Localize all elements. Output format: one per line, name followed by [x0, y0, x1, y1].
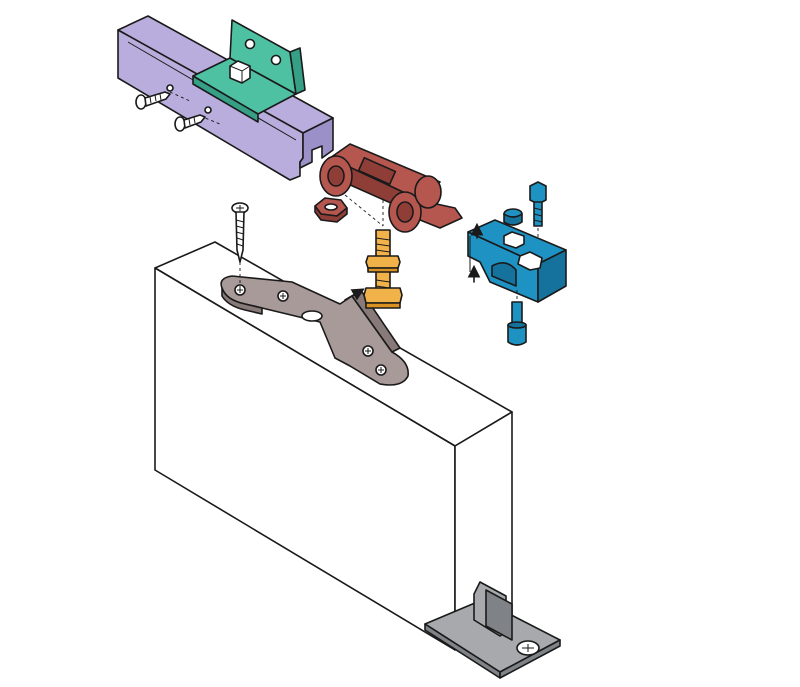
plate-screw-4: [375, 364, 387, 376]
plate-screw-3: [362, 345, 374, 357]
bolt-lower-nut: [363, 287, 403, 304]
trolley: [319, 143, 463, 233]
track-screw-2: [174, 114, 221, 132]
trolley-wheel-back: [414, 175, 442, 209]
floor-guide-fin-right: [485, 589, 513, 641]
clamp-side: [537, 249, 567, 303]
door-plate-slot: [301, 310, 323, 322]
bolt-arrow: [344, 288, 365, 301]
door-plate-lip: [221, 287, 263, 315]
floor-guide: [424, 581, 561, 679]
threaded-bolt: [344, 200, 403, 309]
clamp-block: [467, 219, 567, 303]
track-screw-1: [135, 91, 191, 110]
set-screw-top: [529, 181, 547, 240]
track-end-face: [299, 117, 334, 169]
set-screw-bottom: [507, 290, 527, 346]
clamp-small-nut: [503, 208, 523, 226]
plate-screw-1: [234, 284, 246, 296]
mounting-bracket: [192, 19, 306, 123]
trolley-wheel-front: [388, 191, 422, 233]
wood-screw: [231, 202, 249, 290]
trolley-wheel-rear: [319, 155, 353, 197]
bracket-bolt: [229, 60, 251, 84]
plate-screw-2: [277, 290, 289, 302]
floor-guide-screw: [516, 640, 540, 656]
clamp-arrows: [467, 222, 484, 283]
bolt-upper-nut: [365, 255, 401, 269]
hex-nut: [314, 197, 348, 223]
door-plate: [220, 275, 409, 386]
